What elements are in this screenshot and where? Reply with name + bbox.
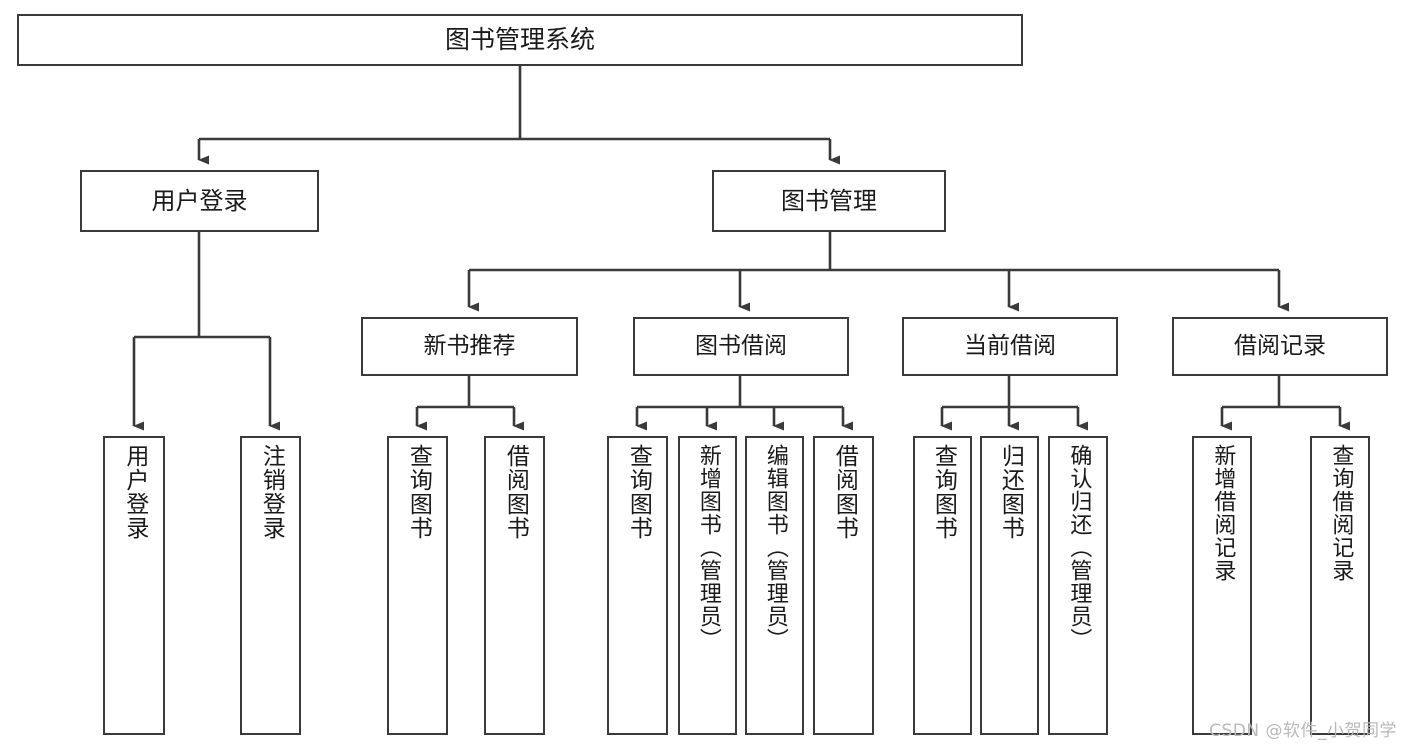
node-new-book-recommend-label: 新书推荐 (423, 332, 516, 359)
leaf-bb-query-book-label: 查询图书 (625, 444, 652, 540)
leaf-br-query-record[interactable]: 查询借阅记录 (1310, 436, 1370, 735)
leaf-cb-query-book-label: 查询图书 (930, 444, 957, 540)
leaf-cb-confirm-return-admin-label: 确认归还（管理员） (1066, 444, 1092, 651)
leaf-nb-borrow-book-label: 借阅图书 (502, 444, 529, 540)
leaf-cb-return-book[interactable]: 归还图书 (980, 436, 1039, 735)
leaf-user-login[interactable]: 用户登录 (103, 436, 165, 735)
leaf-cb-query-book[interactable]: 查询图书 (913, 436, 972, 735)
node-book-management[interactable]: 图书管理 (712, 170, 946, 232)
leaf-br-add-record[interactable]: 新增借阅记录 (1192, 436, 1252, 735)
leaf-user-login-label: 用户登录 (121, 444, 148, 540)
leaf-nb-query-book-label: 查询图书 (405, 444, 432, 540)
node-root-system[interactable]: 图书管理系统 (17, 14, 1023, 66)
node-book-borrow-label: 图书借阅 (695, 332, 787, 359)
node-current-borrow[interactable]: 当前借阅 (902, 317, 1118, 376)
node-borrow-record-label: 借阅记录 (1234, 332, 1326, 359)
leaf-nb-borrow-book[interactable]: 借阅图书 (484, 436, 545, 735)
node-book-borrow[interactable]: 图书借阅 (633, 317, 849, 376)
leaf-cb-confirm-return-admin[interactable]: 确认归还（管理员） (1048, 436, 1108, 735)
leaf-bb-edit-book-admin-label: 编辑图书（管理员） (762, 444, 788, 651)
leaf-logout[interactable]: 注销登录 (240, 436, 301, 735)
node-new-book-recommend[interactable]: 新书推荐 (361, 317, 578, 376)
leaf-br-add-record-label: 新增借阅记录 (1210, 444, 1236, 582)
node-current-borrow-label: 当前借阅 (964, 332, 1056, 359)
node-user-login[interactable]: 用户登录 (80, 170, 319, 232)
leaf-logout-label: 注销登录 (258, 444, 285, 540)
leaf-cb-return-book-label: 归还图书 (997, 444, 1024, 540)
leaf-bb-edit-book-admin[interactable]: 编辑图书（管理员） (745, 436, 804, 735)
csdn-watermark: CSDN @软件_小贺同学 (1209, 721, 1397, 741)
leaf-bb-add-book-admin[interactable]: 新增图书（管理员） (678, 436, 737, 735)
leaf-nb-query-book[interactable]: 查询图书 (387, 436, 448, 735)
leaf-br-query-record-label: 查询借阅记录 (1328, 444, 1354, 582)
leaf-bb-borrow-book-label: 借阅图书 (831, 444, 858, 540)
node-user-login-label: 用户登录 (151, 186, 248, 215)
node-book-management-label: 图书管理 (781, 186, 877, 215)
node-borrow-record[interactable]: 借阅记录 (1172, 317, 1388, 376)
leaf-bb-query-book[interactable]: 查询图书 (607, 436, 668, 735)
node-root-label: 图书管理系统 (444, 25, 595, 55)
leaf-bb-borrow-book[interactable]: 借阅图书 (813, 436, 874, 735)
leaf-bb-add-book-admin-label: 新增图书（管理员） (695, 444, 721, 651)
